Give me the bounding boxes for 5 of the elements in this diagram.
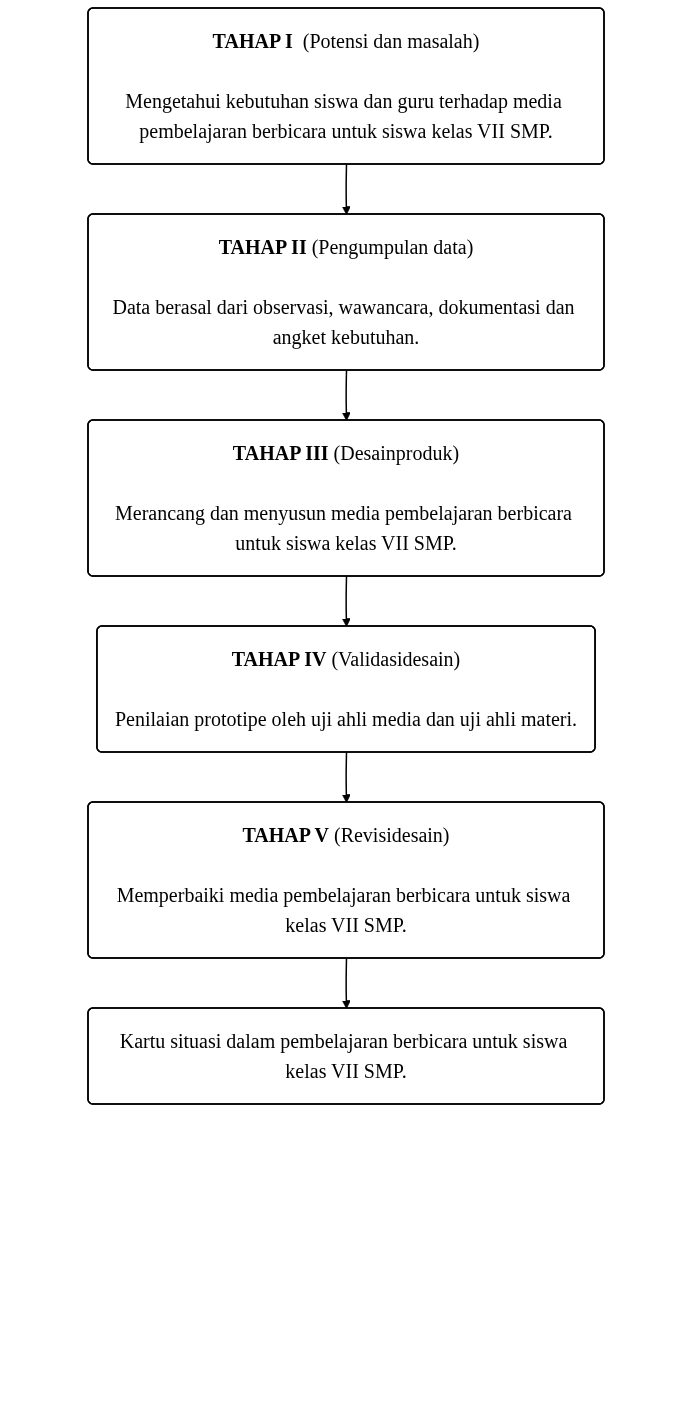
arrow <box>341 957 351 1009</box>
arrow <box>341 575 351 627</box>
arrow <box>341 369 351 421</box>
arrow <box>341 751 351 803</box>
arrow <box>341 163 351 215</box>
